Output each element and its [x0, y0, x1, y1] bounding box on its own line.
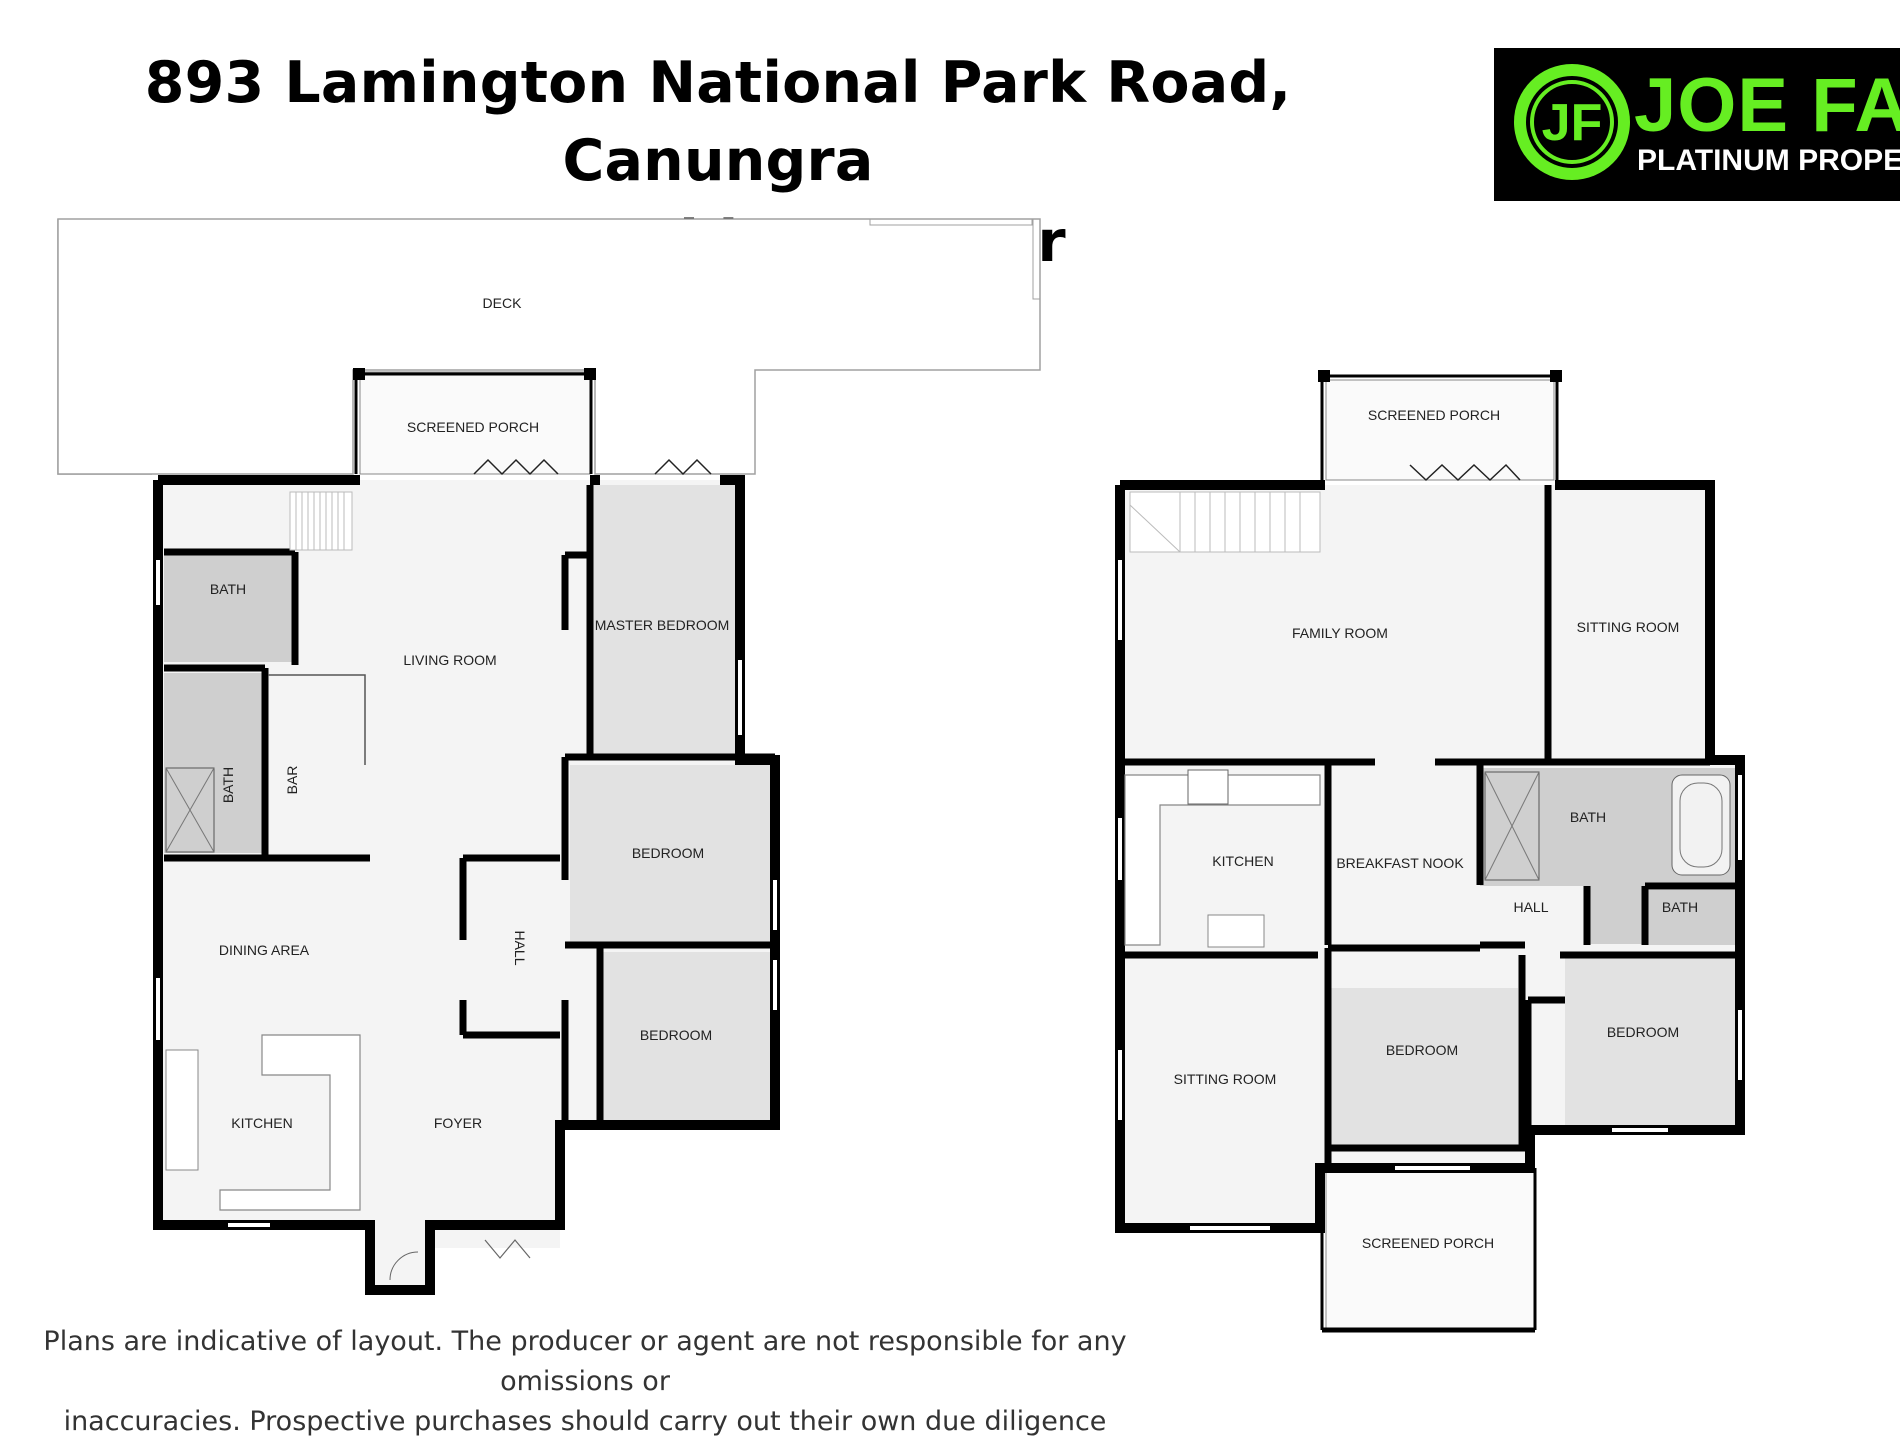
screened-porch-area [359, 371, 591, 475]
bedroom-1-floor [570, 765, 770, 945]
property-address: 893 Lamington National Park Road, Canung… [144, 50, 1292, 194]
label-hall-right: HALL [1513, 899, 1548, 915]
label-master-bedroom: MASTER BEDROOM [595, 617, 730, 633]
logo-monogram: JF [1542, 94, 1603, 152]
label-hall: HALL [512, 930, 528, 965]
bedroom-left-floor [1328, 988, 1518, 1148]
label-bedroom-1: BEDROOM [632, 845, 704, 861]
logo-tagline: PLATINUM PROPERT [1637, 144, 1900, 177]
label-bath-upper: BATH [210, 581, 246, 597]
label-foyer: FOYER [434, 1115, 482, 1131]
label-screened-porch: SCREENED PORCH [407, 419, 539, 435]
agency-logo: JF JOE FAR PLATINUM PROPERT [1494, 48, 1900, 201]
jf-circle-logo-icon: JF [1514, 64, 1630, 180]
bath-small-floor [1645, 890, 1735, 945]
master-bedroom-floor [590, 485, 740, 757]
label-bedroom-left: BEDROOM [1386, 1042, 1458, 1058]
label-bedroom-2: BEDROOM [640, 1027, 712, 1043]
label-sitting-room-bottom: SITTING ROOM [1174, 1071, 1277, 1087]
disclaimer-line-1: Plans are indicative of layout. The prod… [43, 1326, 1127, 1397]
label-kitchen-left: KITCHEN [231, 1115, 292, 1131]
label-deck: DECK [483, 295, 523, 311]
floor-plan-right: SCREENED PORCH FAMILY ROOM SITTING ROOM … [1115, 370, 1745, 1333]
screened-porch-top-area [1325, 379, 1555, 481]
label-bath-small: BATH [1662, 899, 1698, 915]
label-screened-porch-top: SCREENED PORCH [1368, 407, 1500, 423]
disclaimer: Plans are indicative of layout. The prod… [0, 1322, 1170, 1442]
disclaimer-line-2: inaccuracies. Prospective purchases shou… [63, 1406, 1107, 1437]
label-bath-lower: BATH [220, 767, 236, 803]
floor-plan-left: DECK SCREENED PORCH BATH LIVING ROOM MAS… [57, 218, 1041, 1295]
label-screened-porch-bottom: SCREENED PORCH [1362, 1235, 1494, 1251]
label-bedroom-right: BEDROOM [1607, 1024, 1679, 1040]
bedroom-right-floor [1565, 955, 1735, 1125]
logo-brand: JOE FAR [1634, 63, 1900, 148]
label-breakfast-nook: BREAKFAST NOOK [1336, 855, 1464, 871]
bedroom-2-floor [600, 952, 770, 1122]
bath-upper-floor [164, 552, 292, 662]
stairs-right [1129, 491, 1321, 553]
deck-shape [57, 218, 1041, 475]
label-bath-main: BATH [1570, 809, 1606, 825]
label-family-room: FAMILY ROOM [1292, 625, 1388, 641]
label-sitting-room-top: SITTING ROOM [1577, 619, 1680, 635]
label-living-room: LIVING ROOM [403, 652, 496, 668]
label-bar: BAR [284, 766, 300, 795]
label-kitchen-right: KITCHEN [1212, 853, 1273, 869]
stairs-left [289, 491, 353, 551]
label-dining-area: DINING AREA [219, 942, 310, 958]
